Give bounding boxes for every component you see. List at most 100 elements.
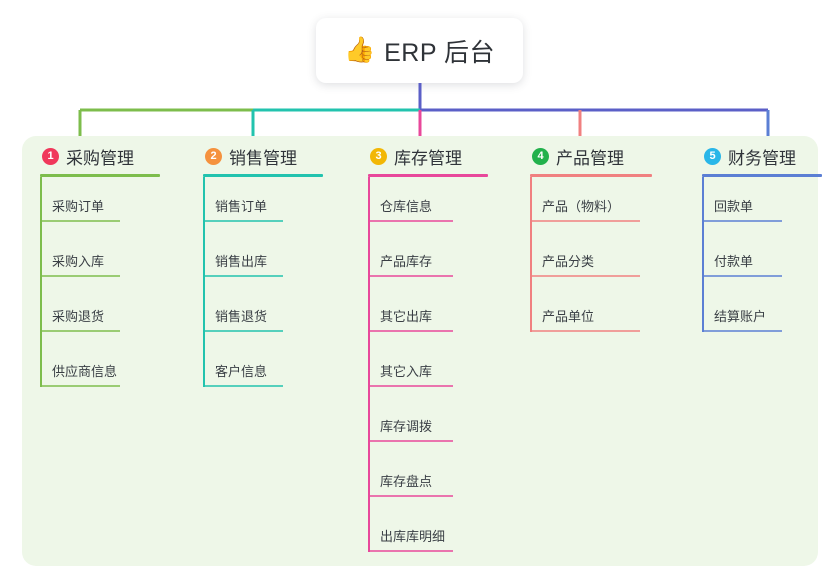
leaf-underline xyxy=(702,220,782,222)
leaf-node[interactable]: 结算账户 xyxy=(692,287,839,342)
leaf-node[interactable]: 其它出库 xyxy=(358,287,508,342)
leaf-label: 采购入库 xyxy=(52,254,105,269)
leaf-node[interactable]: 供应商信息 xyxy=(30,342,180,397)
column-title-5: 财务管理 xyxy=(728,148,796,168)
leaf-node[interactable]: 产品（物料） xyxy=(520,177,670,232)
column-spine-2 xyxy=(203,177,205,387)
column-spine-1 xyxy=(40,177,42,387)
column-title-4: 产品管理 xyxy=(556,148,624,168)
leaf-node[interactable]: 付款单 xyxy=(692,232,839,287)
leaf-underline xyxy=(368,330,453,332)
leaf-node[interactable]: 产品分类 xyxy=(520,232,670,287)
leaf-underline xyxy=(368,275,453,277)
column-underline-2 xyxy=(203,174,323,177)
leaf-underline xyxy=(368,385,453,387)
leaf-label: 库存调拨 xyxy=(380,419,433,434)
leaf-underline xyxy=(368,220,453,222)
column-header-5[interactable]: 5 财务管理 xyxy=(692,143,839,169)
leaf-node[interactable]: 销售退货 xyxy=(193,287,343,342)
leaf-node[interactable]: 库存盘点 xyxy=(358,452,508,507)
column-body-4: 产品（物料） 产品分类产品单位 xyxy=(520,177,670,342)
column-header-1[interactable]: 1 采购管理 xyxy=(30,143,180,169)
leaf-underline xyxy=(530,275,640,277)
column-body-2: 销售订单销售出库销售退货客户信息 xyxy=(193,177,343,397)
leaf-underline xyxy=(368,550,453,552)
column-underline-5 xyxy=(702,174,822,177)
column-spine-4 xyxy=(530,177,532,332)
leaf-node[interactable]: 销售出库 xyxy=(193,232,343,287)
leaf-label: 仓库信息 xyxy=(380,199,433,214)
leaf-underline xyxy=(203,385,283,387)
leaf-label: 销售退货 xyxy=(215,309,268,324)
column-badge-2: 2 xyxy=(205,147,222,165)
column-badge-4: 4 xyxy=(532,147,549,165)
leaf-label: 供应商信息 xyxy=(52,364,118,379)
leaf-label: 结算账户 xyxy=(714,309,767,324)
leaf-node[interactable]: 出库库明细 xyxy=(358,507,508,562)
leaf-underline xyxy=(40,330,120,332)
thumbs-up-icon: 👍 xyxy=(343,36,376,64)
leaf-label: 其它出库 xyxy=(380,309,433,324)
leaf-underline xyxy=(368,495,453,497)
leaf-label: 销售出库 xyxy=(215,254,268,269)
leaf-node[interactable]: 产品单位 xyxy=(520,287,670,342)
column-5: 5 财务管理回款单付款单结算账户 xyxy=(692,143,839,342)
leaf-label: 产品库存 xyxy=(380,254,433,269)
root-node[interactable]: 👍 ERP 后台 xyxy=(316,18,523,83)
leaf-underline xyxy=(368,440,453,442)
leaf-label: 客户信息 xyxy=(215,364,268,379)
root-title: ERP 后台 xyxy=(384,38,496,67)
leaf-underline xyxy=(203,330,283,332)
leaf-node[interactable]: 回款单 xyxy=(692,177,839,232)
leaf-node[interactable]: 仓库信息 xyxy=(358,177,508,232)
leaf-underline xyxy=(40,220,120,222)
leaf-underline xyxy=(530,220,640,222)
column-body-5: 回款单付款单结算账户 xyxy=(692,177,839,342)
column-body-1: 采购订单采购入库采购退货供应商信息 xyxy=(30,177,180,397)
column-badge-5: 5 xyxy=(704,147,721,165)
column-spine-3 xyxy=(368,177,370,552)
leaf-node[interactable]: 采购退货 xyxy=(30,287,180,342)
column-underline-4 xyxy=(530,174,652,177)
leaf-label: 付款单 xyxy=(714,254,754,269)
leaf-label: 采购订单 xyxy=(52,199,105,214)
leaf-label: 产品单位 xyxy=(542,309,595,324)
column-underline-3 xyxy=(368,174,488,177)
leaf-node[interactable]: 库存调拨 xyxy=(358,397,508,452)
leaf-label: 采购退货 xyxy=(52,309,105,324)
column-badge-1: 1 xyxy=(42,147,59,165)
leaf-underline xyxy=(40,385,120,387)
leaf-underline xyxy=(702,275,782,277)
leaf-node[interactable]: 销售订单 xyxy=(193,177,343,232)
leaf-label: 产品分类 xyxy=(542,254,595,269)
leaf-node[interactable]: 客户信息 xyxy=(193,342,343,397)
leaf-label: 回款单 xyxy=(714,199,754,214)
column-header-2[interactable]: 2 销售管理 xyxy=(193,143,343,169)
column-4: 4 产品管理产品（物料） 产品分类产品单位 xyxy=(520,143,670,342)
column-title-1: 采购管理 xyxy=(66,148,134,168)
column-badge-3: 3 xyxy=(370,147,387,165)
leaf-node[interactable]: 其它入库 xyxy=(358,342,508,397)
leaf-underline xyxy=(530,330,640,332)
leaf-node[interactable]: 产品库存 xyxy=(358,232,508,287)
leaf-node[interactable]: 采购订单 xyxy=(30,177,180,232)
column-spine-5 xyxy=(702,177,704,332)
column-2: 2 销售管理销售订单销售出库销售退货客户信息 xyxy=(193,143,343,397)
leaf-underline xyxy=(40,275,120,277)
leaf-label: 产品（物料） xyxy=(542,199,621,214)
leaf-label: 库存盘点 xyxy=(380,474,433,489)
leaf-label: 销售订单 xyxy=(215,199,268,214)
column-1: 1 采购管理采购订单采购入库采购退货供应商信息 xyxy=(30,143,180,397)
column-body-3: 仓库信息产品库存其它出库其它入库库存调拨库存盘点出库库明细 xyxy=(358,177,508,562)
column-underline-1 xyxy=(40,174,160,177)
column-header-4[interactable]: 4 产品管理 xyxy=(520,143,670,169)
column-title-2: 销售管理 xyxy=(229,148,297,168)
leaf-underline xyxy=(702,330,782,332)
branches-panel xyxy=(22,136,818,566)
leaf-underline xyxy=(203,220,283,222)
leaf-node[interactable]: 采购入库 xyxy=(30,232,180,287)
leaf-label: 其它入库 xyxy=(380,364,433,379)
